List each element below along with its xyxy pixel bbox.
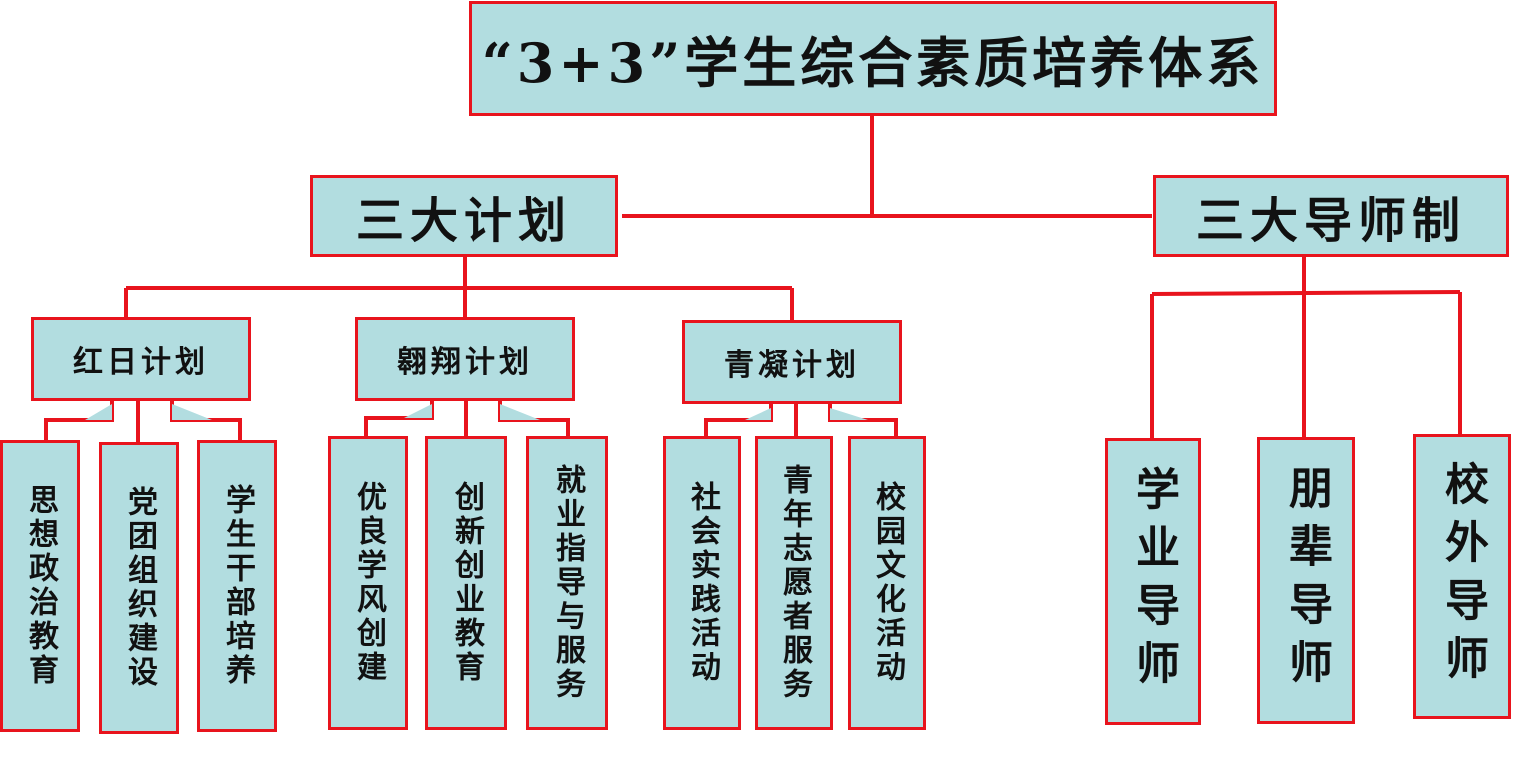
leaf-label: 优良学风创建 — [351, 481, 386, 685]
leaf-node: 党团组织建设 — [99, 442, 179, 734]
plan-label: 翱翔计划 — [397, 345, 533, 380]
plan-node-qingning: 青凝计划 — [682, 320, 902, 404]
leaf-label: 党团组织建设 — [122, 486, 157, 690]
leaf-node: 思想政治教育 — [0, 440, 80, 732]
leaf-node: 社会实践活动 — [663, 436, 741, 730]
leaf-label: 学生干部培养 — [220, 484, 255, 688]
mentor-label: 学业导师 — [1128, 465, 1179, 698]
leaf-label: 创新创业教育 — [449, 481, 484, 685]
leaf-node: 校园文化活动 — [848, 436, 926, 730]
mentor-node: 朋辈导师 — [1257, 437, 1355, 724]
plan-node-aoxiang: 翱翔计划 — [355, 317, 575, 401]
plan-label: 红日计划 — [73, 345, 209, 380]
root-label: “3+3”学生综合素质培养体系 — [481, 31, 1265, 95]
plan-label: 青凝计划 — [724, 348, 860, 383]
leaf-node: 青年志愿者服务 — [755, 436, 833, 730]
leaf-node: 优良学风创建 — [328, 436, 408, 730]
leaf-node: 就业指导与服务 — [526, 436, 608, 730]
leaf-node: 学生干部培养 — [197, 440, 277, 732]
plans-label: 三大计划 — [355, 193, 572, 249]
leaf-label: 社会实践活动 — [685, 481, 720, 685]
mentors-node: 三大导师制 — [1153, 175, 1509, 257]
plans-node: 三大计划 — [310, 175, 618, 257]
mentors-label: 三大导师制 — [1195, 193, 1466, 249]
leaf-label: 青年志愿者服务 — [777, 464, 812, 702]
mentor-node: 校外导师 — [1413, 434, 1511, 719]
root-node: “3+3”学生综合素质培养体系 — [469, 1, 1277, 116]
plan-node-hongri: 红日计划 — [31, 317, 251, 401]
leaf-label: 校园文化活动 — [870, 481, 905, 685]
leaf-node: 创新创业教育 — [425, 436, 507, 730]
leaf-label: 就业指导与服务 — [550, 464, 585, 702]
mentor-node: 学业导师 — [1105, 438, 1201, 725]
mentor-label: 朋辈导师 — [1281, 464, 1332, 697]
mentor-label: 校外导师 — [1437, 460, 1488, 693]
leaf-label: 思想政治教育 — [23, 484, 58, 688]
